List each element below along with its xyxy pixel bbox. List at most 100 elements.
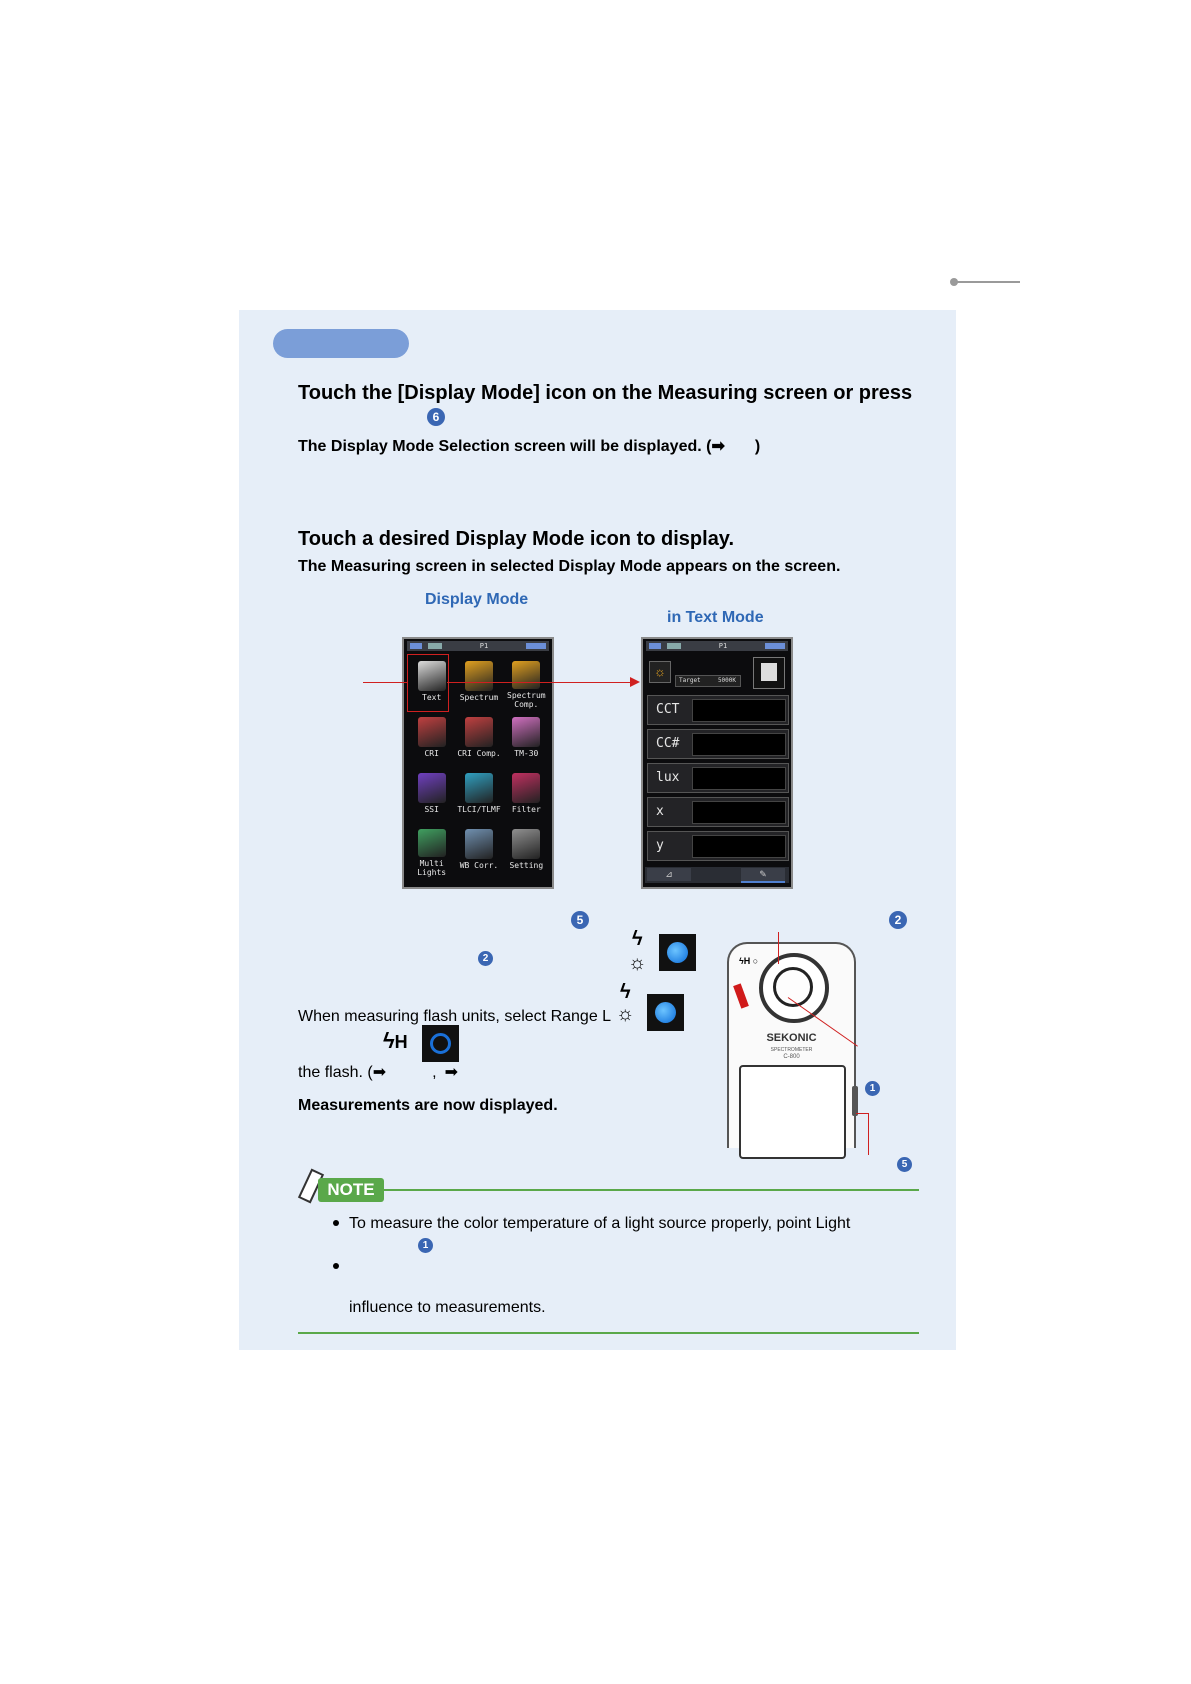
measurement-value xyxy=(692,801,786,824)
display-mode-screen: P1 Text Spectrum Spectrum Comp. CRI CRI Comp… xyxy=(402,637,554,889)
pointer-line-to-text xyxy=(447,682,631,683)
arrow-icon: ➡ xyxy=(444,1064,458,1081)
note-bottom-rule xyxy=(298,1332,919,1334)
mode-icon-tm-30[interactable]: TM-30 xyxy=(503,713,550,765)
mode-icon-graphic xyxy=(512,829,541,859)
step1-subtext-end: ) xyxy=(754,438,761,455)
tool-button[interactable]: ✎ xyxy=(741,868,785,883)
step3-marker-2: 2 xyxy=(478,951,493,966)
delta-button[interactable]: ⊿ xyxy=(647,868,691,881)
device-brand: SEKONIC xyxy=(766,1032,817,1044)
light-type-icon[interactable]: ☼ xyxy=(649,661,671,683)
note-badge: NOTE xyxy=(318,1178,384,1202)
arrow-icon: ➡ xyxy=(372,1064,387,1081)
status-page: P1 xyxy=(718,642,728,650)
text-icon-highlight xyxy=(407,654,449,712)
mode-icon-spectrum[interactable]: Spectrum xyxy=(455,657,502,709)
mode-icon-graphic xyxy=(417,773,446,803)
text-mode-screen: P1 ☼ Target 5000K CCT CC# lux x y ⊿ ✎ xyxy=(641,637,793,889)
device-model: C-800 xyxy=(783,1054,800,1060)
mode-icon-cri[interactable]: CRI xyxy=(408,713,455,765)
measurement-value xyxy=(692,733,786,756)
mode-icon-label: Text xyxy=(422,693,442,702)
measurement-value xyxy=(692,699,786,722)
range-button-2 xyxy=(647,994,684,1031)
flash-icon: ϟ xyxy=(632,928,643,950)
mode-icon-graphic xyxy=(512,717,541,747)
step3-line1: When measuring flash units, select Range… xyxy=(298,1008,612,1025)
step2-subtext: The Measuring screen in selected Display… xyxy=(298,558,841,575)
ambient-icon-2: ☼ xyxy=(616,1003,635,1025)
step1-subtext: The Display Mode Selection screen will b… xyxy=(298,436,760,456)
device-marker-5: 5 xyxy=(897,1157,912,1172)
mode-icon-label: CRI Comp. xyxy=(457,749,501,758)
measurement-label: CCT xyxy=(656,702,680,717)
mode-icon-graphic xyxy=(512,661,541,689)
display-mode-icon[interactable] xyxy=(753,657,785,689)
bullet-dot xyxy=(333,1263,339,1269)
target-box: Target 5000K xyxy=(675,675,741,687)
mode-icon-graphic xyxy=(417,717,446,747)
step1-subtext-main: The Display Mode Selection screen will b… xyxy=(298,438,712,455)
note-bullet-1: To measure the color temperature of a li… xyxy=(349,1215,851,1232)
pointer-line-left xyxy=(363,682,407,683)
mode-icon-graphic xyxy=(464,661,493,691)
mode-icon-label: TM-30 xyxy=(514,749,539,758)
mode-icon-label: Spectrum Comp. xyxy=(507,691,546,709)
mode-icon-text[interactable]: Text xyxy=(408,657,455,709)
callout-line-side-v xyxy=(868,1113,869,1155)
status-page: P1 xyxy=(479,642,489,650)
note-top-rule xyxy=(384,1189,919,1191)
arrow-icon: ➡ xyxy=(711,438,725,455)
measurement-label: y xyxy=(656,838,664,853)
mode-icon-graphic xyxy=(464,717,493,747)
bullet-dot xyxy=(333,1220,339,1226)
step3-line3-text: the flash. ( xyxy=(298,1064,373,1081)
note-bullet-2-end: influence to measurements. xyxy=(349,1299,546,1316)
ambient-icon: ☼ xyxy=(628,952,647,974)
status-bar: P1 xyxy=(646,641,788,651)
measurement-value xyxy=(692,767,786,790)
mode-icon-tlci-tlmf[interactable]: TLCI/TLMF xyxy=(455,769,502,821)
step2-heading: Touch a desired Display Mode icon to dis… xyxy=(298,528,735,550)
mode-icon-graphic xyxy=(417,829,446,857)
callout-line-top xyxy=(778,932,779,964)
mode-icon-label: Filter xyxy=(511,805,541,814)
measurement-row: y xyxy=(647,831,789,861)
display-mode-label: Display Mode xyxy=(425,591,529,608)
measurement-label: x xyxy=(656,804,664,819)
measurement-row: CC# xyxy=(647,729,789,759)
callout-line-side xyxy=(856,1113,869,1114)
range-l-button xyxy=(659,934,696,971)
range-h-button xyxy=(422,1025,459,1062)
mode-icon-graphic xyxy=(464,829,493,859)
measurement-label: lux xyxy=(656,770,680,785)
mode-icon-multi-lights[interactable]: Multi Lights xyxy=(408,825,455,877)
procedure-panel xyxy=(239,310,956,1350)
mode-icon-label: Spectrum xyxy=(459,693,499,702)
mode-icon-label: CRI xyxy=(424,749,439,758)
device-marker-2: 2 xyxy=(889,911,907,929)
text-mode-label: in Text Mode xyxy=(667,609,764,626)
mode-icon-setting[interactable]: Setting xyxy=(503,825,550,877)
mode-icon-filter[interactable]: Filter xyxy=(503,769,550,821)
measurement-row: lux xyxy=(647,763,789,793)
measurement-row: x xyxy=(647,797,789,827)
mode-icon-label: Setting xyxy=(509,861,544,870)
device-illustration: ϟH ○ SEKONIC SPECTROMETER C-800 xyxy=(727,942,858,1159)
mode-icon-ssi[interactable]: SSI xyxy=(408,769,455,821)
mode-icon-graphic xyxy=(512,773,541,803)
mode-icon-label: Multi Lights xyxy=(417,859,447,877)
device-side-button xyxy=(852,1086,858,1116)
mode-icon-cri-comp[interactable]: CRI Comp. xyxy=(455,713,502,765)
mode-icon-spectrum-comp[interactable]: Spectrum Comp. xyxy=(503,657,550,709)
page-header-dot xyxy=(950,278,958,286)
flash-h-label: H xyxy=(394,1032,408,1052)
flash-h-icon: ϟH xyxy=(383,1028,408,1053)
section-tab xyxy=(273,329,409,358)
target-value: 5000K xyxy=(717,677,736,684)
step3-line3: the flash. (➡,➡ xyxy=(298,1062,458,1082)
mode-icon-wb-corr[interactable]: WB Corr. xyxy=(455,825,502,877)
flash-icon-2: ϟ xyxy=(620,981,631,1003)
mode-icon-graphic xyxy=(464,773,493,803)
